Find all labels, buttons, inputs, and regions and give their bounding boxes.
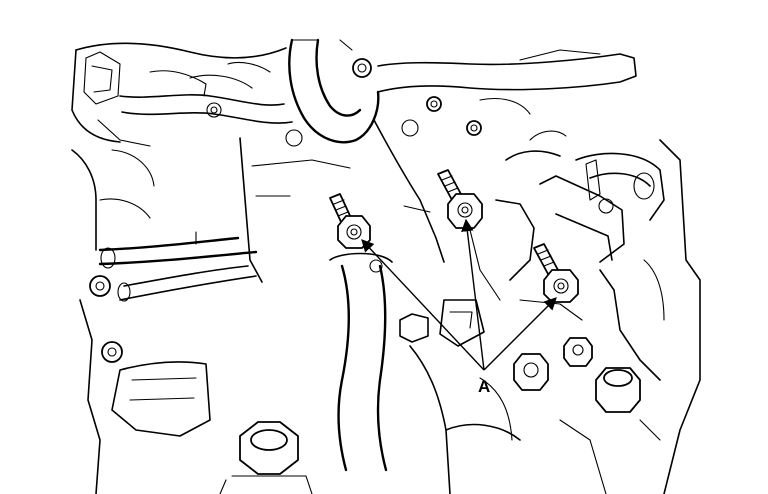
callout-label-a: A bbox=[478, 377, 490, 396]
arrow-to-right-bolt bbox=[483, 297, 557, 371]
bolt-left bbox=[329, 193, 371, 249]
bolt-center bbox=[437, 169, 483, 229]
arrow-to-center-bolt bbox=[461, 218, 485, 371]
engine-structure bbox=[71, 38, 701, 494]
callout-arrows bbox=[361, 218, 557, 371]
arrow-to-left-bolt bbox=[361, 239, 485, 371]
bolt-right bbox=[533, 243, 579, 303]
